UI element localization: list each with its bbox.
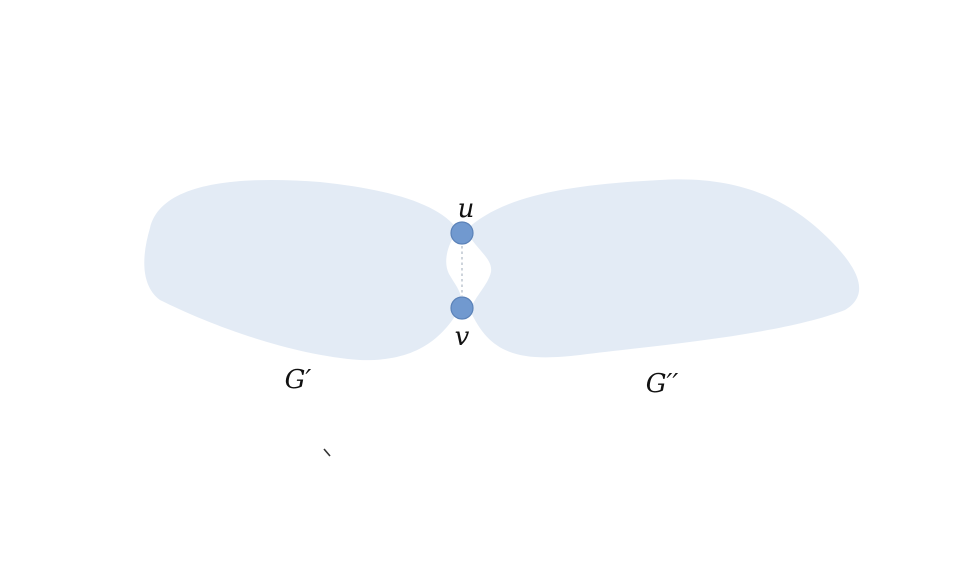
vertex-u — [450, 221, 474, 245]
left-region-label: G′ — [285, 365, 312, 395]
right-region-label: G′′ — [646, 369, 679, 399]
right-region-blob — [466, 179, 860, 358]
stray-mark — [323, 448, 331, 457]
vertex-v — [450, 296, 474, 320]
left-region-blob — [144, 179, 463, 361]
vertex-u-label: u — [458, 194, 475, 224]
vertex-v-label: v — [455, 322, 470, 352]
